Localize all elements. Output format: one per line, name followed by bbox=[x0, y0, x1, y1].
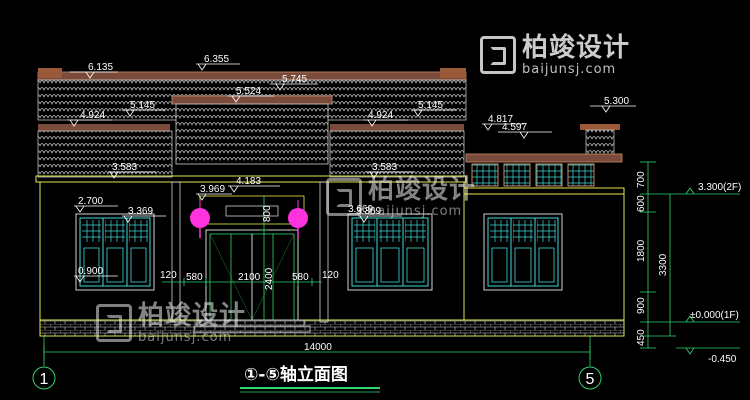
lower-roof-left bbox=[37, 130, 173, 178]
level-labels: 6.135 6.355 5.745 5.524 5.145 5.145 4.92… bbox=[78, 54, 629, 277]
brand-url: baijunsj.com bbox=[368, 204, 463, 219]
brand-logo-icon bbox=[480, 36, 516, 74]
parapet-band bbox=[463, 187, 625, 195]
window-right-1 bbox=[347, 213, 433, 291]
lantern-left-icon bbox=[190, 200, 210, 238]
ridge-ornament-right bbox=[440, 68, 466, 78]
walls bbox=[39, 181, 625, 337]
axis-marker-right: 5 bbox=[578, 366, 602, 390]
roof bbox=[35, 68, 467, 183]
tower-body bbox=[585, 129, 615, 157]
ridge-ornament-left bbox=[38, 68, 62, 78]
level-gable-right: 3.583 bbox=[372, 162, 397, 173]
brand-url: baijunsj.com bbox=[522, 62, 617, 77]
axis-right-label: 5 bbox=[586, 371, 595, 388]
dim-600: 600 bbox=[636, 195, 647, 212]
parapet-lattice bbox=[471, 163, 595, 187]
level-beam-left: 3.969 bbox=[200, 184, 225, 195]
ridge-block-left bbox=[37, 71, 467, 81]
dim-door-120a: 120 bbox=[160, 270, 177, 281]
center-roof-ridge bbox=[171, 95, 333, 105]
level-window-right-top: 3.369 bbox=[356, 206, 381, 217]
level-parapet-right: 4.817 bbox=[488, 114, 513, 125]
level-1f: ±0.000(1F) bbox=[690, 310, 739, 321]
door-dimensions bbox=[162, 196, 322, 320]
lower-roof-right-ridge bbox=[330, 124, 464, 131]
vertical-dimension-labels: 700 600 1800 900 450 3300 3.300(2F) ±0.0… bbox=[636, 171, 741, 365]
brand-url: baijunsj.com bbox=[138, 330, 233, 345]
window-left bbox=[75, 213, 155, 291]
dim-door-2400: 2400 bbox=[264, 267, 275, 290]
openings bbox=[75, 213, 563, 333]
axis-marker-left: 1 bbox=[32, 366, 56, 390]
dim-450: 450 bbox=[636, 329, 647, 346]
level-eave-right-upper: 5.145 bbox=[418, 100, 443, 111]
level-upper-roof-mid: 5.524 bbox=[236, 86, 261, 97]
vertical-dimension-chain bbox=[640, 161, 740, 355]
dim-door-2100: 2100 bbox=[238, 272, 261, 283]
level-ridge-top: 6.355 bbox=[204, 54, 229, 65]
overall-dimension bbox=[43, 336, 591, 366]
right-wing bbox=[463, 124, 625, 195]
door-dimension-labels: 120 580 2100 580 120 800 2400 bbox=[160, 205, 339, 290]
watermark-center: 柏竣设计 baijunsj.com bbox=[326, 176, 476, 218]
tower-cap bbox=[580, 124, 620, 130]
porch-column-right bbox=[319, 181, 329, 323]
dim-door-580b: 580 bbox=[292, 272, 309, 283]
dim-900: 900 bbox=[636, 297, 647, 314]
dim-700: 700 bbox=[636, 171, 647, 188]
axis-left-label: 1 bbox=[40, 371, 49, 388]
watermark-bottom-left: 柏竣设计 baijunsj.com bbox=[96, 302, 246, 344]
dim-door-800: 800 bbox=[262, 205, 273, 222]
level-markers bbox=[68, 63, 636, 283]
lower-roof-right bbox=[329, 130, 465, 178]
level-roof-left: 4.924 bbox=[80, 110, 105, 121]
dim-3300: 3300 bbox=[658, 253, 669, 276]
brand-name: 柏竣设计 bbox=[368, 174, 477, 204]
brand-name: 柏竣设计 bbox=[522, 32, 631, 62]
level-gable-left: 3.583 bbox=[112, 162, 137, 173]
lantern-right-icon bbox=[288, 200, 308, 238]
parapet-rail bbox=[465, 153, 623, 163]
porch-column-left bbox=[171, 181, 181, 323]
level-tower-top: 5.300 bbox=[604, 96, 629, 107]
level-door-head: 4.183 bbox=[236, 176, 261, 187]
window-right-2 bbox=[483, 213, 563, 291]
level-eave-left-upper: 5.145 bbox=[130, 100, 155, 111]
center-roof bbox=[175, 103, 329, 165]
brand-logo-icon bbox=[326, 178, 362, 216]
door-lintel-plaque bbox=[225, 205, 279, 217]
lower-roof-left-ridge bbox=[38, 124, 170, 131]
overall-width-label: 14000 bbox=[304, 342, 332, 353]
level-window-left-top: 2.700 bbox=[78, 196, 103, 207]
drawing-title: ①-⑤轴立面图 bbox=[244, 364, 348, 385]
level-roof-right: 4.924 bbox=[368, 110, 393, 121]
steps bbox=[193, 319, 311, 333]
brand-name: 柏竣设计 bbox=[138, 300, 247, 330]
level-parapet-right2: 4.597 bbox=[502, 122, 527, 133]
brand-logo-icon bbox=[96, 304, 132, 342]
plinth bbox=[39, 319, 625, 337]
watermark-top-right: 柏竣设计 baijunsj.com bbox=[480, 34, 630, 76]
level-ridge-mid: 5.745 bbox=[282, 74, 307, 85]
level-sill-left: 0.900 bbox=[78, 266, 103, 277]
dim-1800: 1800 bbox=[636, 239, 647, 262]
level-2f: 3.300(2F) bbox=[698, 182, 741, 193]
level-ground: -0.450 bbox=[708, 354, 737, 365]
level-ridge-left: 6.135 bbox=[88, 62, 113, 73]
level-window-left-top2: 3.369 bbox=[128, 206, 153, 217]
dim-door-120b: 120 bbox=[322, 270, 339, 281]
dim-door-580a: 580 bbox=[186, 272, 203, 283]
